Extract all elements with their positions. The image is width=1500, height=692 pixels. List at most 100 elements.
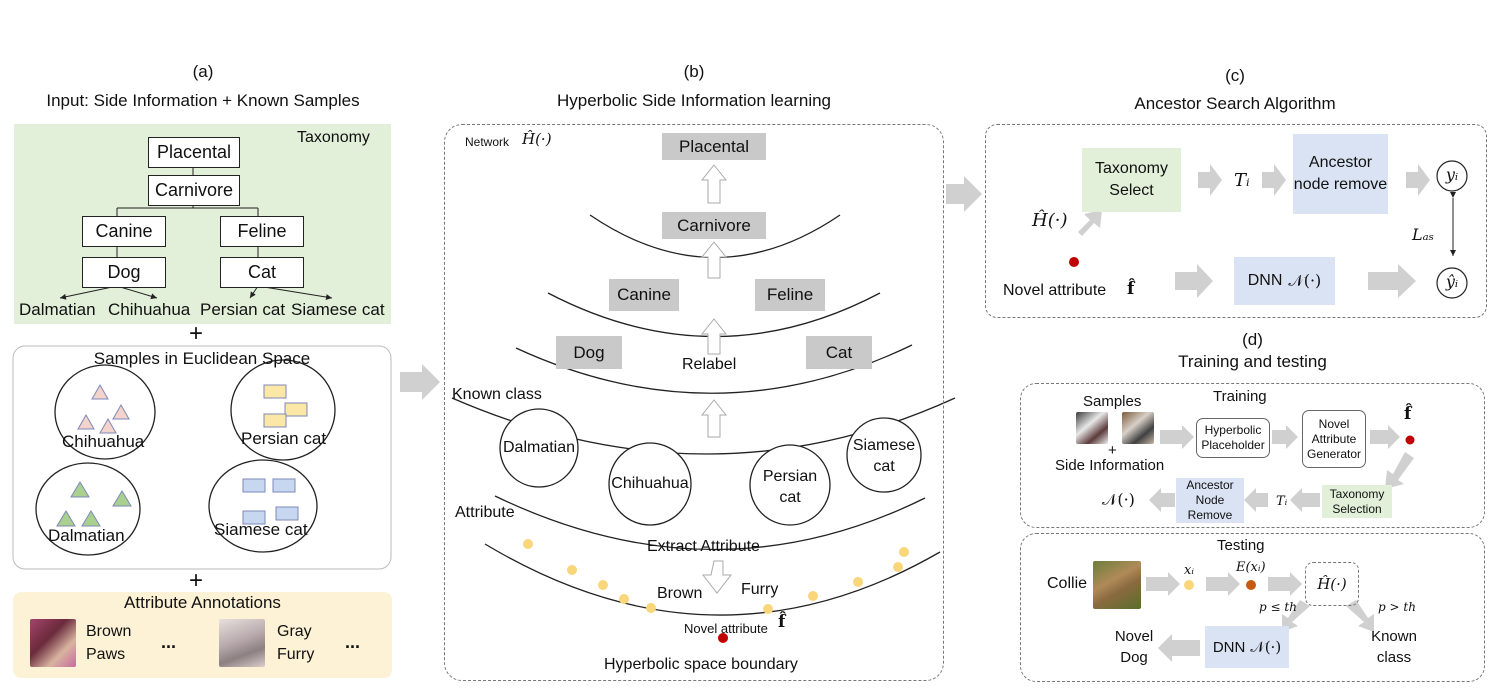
- attribute-background: [13, 592, 392, 678]
- h-hat-math: Ĥ(·): [1317, 575, 1347, 593]
- las-label: Lₐₛ: [1412, 225, 1435, 244]
- siamese-rects: [242, 478, 299, 525]
- boundary-label: Hyperbolic space boundary: [604, 656, 798, 673]
- novel-attribute-dot: [718, 633, 728, 643]
- dnn-label: DNN: [1247, 272, 1283, 289]
- known-class-line2: class: [1376, 649, 1412, 666]
- taxonomy-selection-box: Taxonomy Selection: [1322, 485, 1392, 518]
- dnn-box-d: DNN 𝒩(·): [1205, 626, 1289, 668]
- furry-label: Furry: [741, 581, 779, 598]
- attribute-dots: [523, 539, 909, 614]
- attr1-line2: Paws: [86, 646, 126, 663]
- known-class-label: Known class: [452, 386, 542, 403]
- node-carnivore: Carnivore: [148, 175, 240, 206]
- plus-sign: +: [189, 567, 204, 594]
- panel-a-letter: (a): [192, 62, 214, 81]
- leaf-chihuahua: Chihuahua: [108, 300, 191, 319]
- novel-attribute-c: Novel attribute: [1003, 282, 1107, 299]
- training-frame: [1020, 383, 1485, 528]
- exi-label: E(xᵢ): [1236, 560, 1266, 575]
- p-gt-label: p > th: [1378, 600, 1416, 614]
- p-le-label: p ≤ th: [1259, 600, 1297, 614]
- samples-label: Samples: [1083, 393, 1142, 410]
- sample-photo-2: [1122, 412, 1154, 444]
- grey-cat: Cat: [806, 336, 872, 369]
- novel-attribute-label: Novel attribute: [684, 621, 768, 636]
- taxonomy-label: Taxonomy: [297, 129, 370, 146]
- testing-label: Testing: [1217, 537, 1265, 554]
- panel-a-title: Input: Side Information + Known Samples: [46, 91, 360, 110]
- grey-placental: Placental: [662, 133, 766, 160]
- dnn-math-d: 𝒩(·): [1250, 638, 1282, 656]
- taxonomy-edges: [59, 166, 333, 301]
- dalmatian-triangles: [56, 481, 132, 527]
- panel-c-arrows: [1078, 164, 1430, 298]
- extract-attribute-label: Extract Attribute: [647, 538, 760, 555]
- novel-dog-line1: Novel: [1114, 628, 1154, 645]
- cluster-chihuahua: Chihuahua: [62, 432, 145, 451]
- panel-c-letter: (c): [1225, 66, 1245, 85]
- panel-b-title: Hyperbolic Side Information learning: [556, 91, 832, 110]
- circle-persian-cat: Persian cat: [762, 468, 818, 506]
- xi-dot: [1184, 580, 1194, 590]
- grey-dog: Dog: [556, 336, 622, 369]
- panel-arrows: [400, 176, 982, 400]
- yi-circle: [1436, 160, 1468, 192]
- panel-b-letter: (b): [683, 62, 705, 81]
- samples-title: Samples in Euclidean Space: [93, 349, 311, 368]
- dnn-label-d: DNN: [1212, 638, 1246, 656]
- grey-feline: Feline: [755, 279, 825, 311]
- circle-dalmatian: Dalmatian: [502, 439, 576, 456]
- panel-c-frame: [985, 124, 1487, 318]
- collie-photo: [1093, 561, 1141, 609]
- gray-cat-photo: [219, 619, 265, 667]
- yi-label: yᵢ: [1445, 165, 1459, 184]
- panel-c-title: Ancestor Search Algorithm: [1134, 94, 1336, 113]
- class-circles: [499, 408, 922, 526]
- node-dog: Dog: [82, 257, 166, 288]
- network-label: Network: [465, 135, 510, 149]
- plus-label: +: [1108, 442, 1117, 459]
- collie-label: Collie: [1047, 575, 1088, 592]
- taxonomy-select-box: Taxonomy Select: [1082, 148, 1181, 212]
- novel-attribute-math: f̂: [778, 612, 786, 632]
- panel-b-frame: [444, 124, 944, 681]
- novel-attribute-c-math: f̂: [1127, 279, 1135, 299]
- brown-dog-photo: [30, 619, 76, 667]
- ellipsis: ...: [345, 632, 361, 652]
- network-math: Ĥ(·): [522, 130, 552, 148]
- xi-label: xᵢ: [1184, 563, 1194, 578]
- leaf-dalmatian: Dalmatian: [19, 300, 96, 319]
- node-cat: Cat: [220, 257, 304, 288]
- exi-dot: [1246, 580, 1256, 590]
- ancestor-remove-box: Ancestor node remove: [1293, 134, 1388, 214]
- node-placental: Placental: [148, 137, 240, 168]
- relabel-label: Relabel: [682, 356, 737, 373]
- grey-canine: Canine: [609, 279, 679, 311]
- cluster-outlines: [35, 359, 336, 556]
- circle-siamese-cat: Siamese cat: [852, 437, 916, 475]
- ti-label: Tᵢ: [1234, 170, 1250, 191]
- node-feline: Feline: [220, 216, 304, 247]
- hyperbolic-placeholder-box: Hyperbolic Placeholder: [1196, 418, 1270, 458]
- dnn-math: 𝒩(·): [1288, 271, 1322, 290]
- side-info-label: Side Information: [1055, 457, 1165, 474]
- novel-dot-c: [1069, 257, 1079, 267]
- ti-label-d: Tᵢ: [1276, 494, 1288, 509]
- brown-label: Brown: [657, 585, 703, 602]
- training-label: Training: [1213, 388, 1267, 405]
- attribute-generator-box: Novel Attribute Generator: [1302, 410, 1366, 468]
- panel-d-arrows: [1146, 425, 1414, 662]
- testing-frame: [1020, 533, 1485, 682]
- novel-dog-line2: Dog: [1120, 649, 1148, 666]
- panel-d-letter: (d): [1242, 330, 1263, 349]
- node-canine: Canine: [82, 216, 166, 247]
- attr1-line1: Brown: [86, 623, 132, 640]
- leaf-persian-cat: Persian cat: [200, 300, 286, 319]
- cluster-persian-cat: Persian cat: [241, 429, 327, 448]
- f-hat-dot: [1405, 435, 1415, 445]
- dnn-box-c: DNN 𝒩(·): [1234, 257, 1335, 305]
- yhat-circle: [1436, 267, 1468, 299]
- h-hat-box: Ĥ(·): [1305, 562, 1359, 606]
- grey-carnivore: Carnivore: [662, 212, 766, 239]
